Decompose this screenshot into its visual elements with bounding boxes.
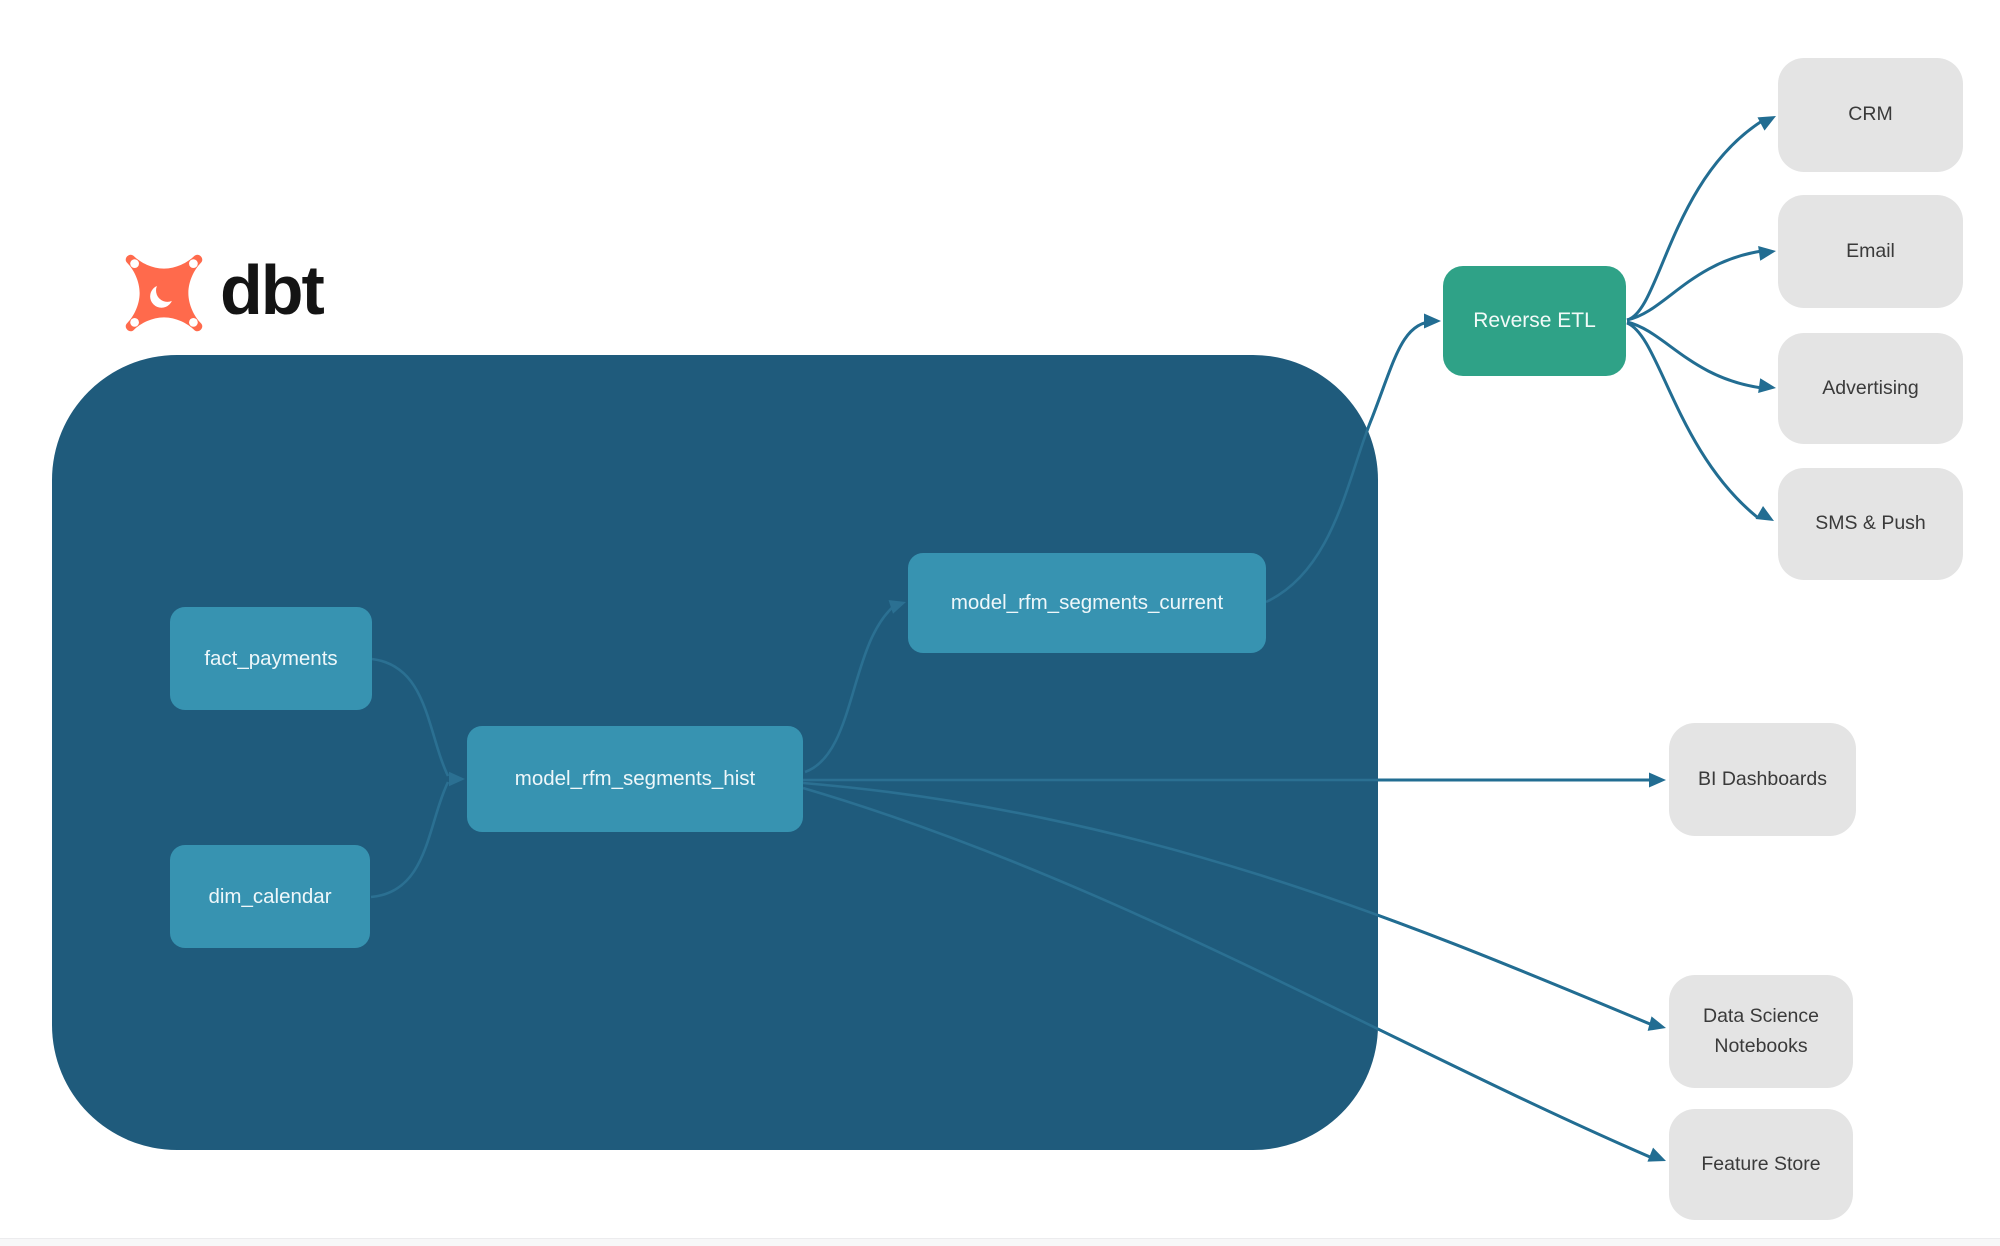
node-label: dim_calendar <box>208 884 332 908</box>
node-data-science-notebooks: Data Science Notebooks <box>1669 975 1853 1088</box>
node-label: Feature Store <box>1701 1152 1821 1175</box>
outer-edges <box>802 116 1776 1162</box>
node-crm: CRM <box>1778 58 1963 172</box>
node-label: Reverse ETL <box>1473 309 1596 332</box>
node-label: model_rfm_segments_current <box>950 591 1224 614</box>
node-advertising: Advertising <box>1778 333 1963 444</box>
node-label: Advertising <box>1822 376 1919 399</box>
node-label: Data Science Notebooks <box>1703 1005 1819 1057</box>
node-reverse-etl: Reverse ETL <box>1443 266 1626 376</box>
node-label: CRM <box>1848 103 1893 126</box>
node-label: SMS & Push <box>1815 512 1926 535</box>
node-sms-push: SMS & Push <box>1778 468 1963 580</box>
node-model-rfm-segments-hist: model_rfm_segments_hist <box>467 726 803 832</box>
node-email: Email <box>1778 195 1963 308</box>
brand-wordmark: dbt <box>220 251 325 329</box>
warehouse-container: fact_payments dim_calendar model_rfm_seg… <box>52 355 1378 1150</box>
node-fact-payments: fact_payments <box>170 607 372 710</box>
node-label: fact_payments <box>204 646 338 670</box>
node-bi-dashboards: BI Dashboards <box>1669 723 1856 836</box>
outer-arrowheads <box>1424 116 1776 1162</box>
brand-logo: dbt <box>122 250 325 336</box>
page-bottom-divider <box>0 1238 2000 1246</box>
node-label: BI Dashboards <box>1698 767 1827 790</box>
node-dim-calendar: dim_calendar <box>170 845 370 948</box>
node-label: model_rfm_segments_hist <box>514 767 756 790</box>
dbt-logo-icon <box>125 254 203 332</box>
node-model-rfm-segments-current: model_rfm_segments_current <box>908 553 1266 653</box>
inner-arrowheads <box>449 600 906 787</box>
node-feature-store: Feature Store <box>1669 1109 1853 1220</box>
node-label: Email <box>1846 239 1895 262</box>
